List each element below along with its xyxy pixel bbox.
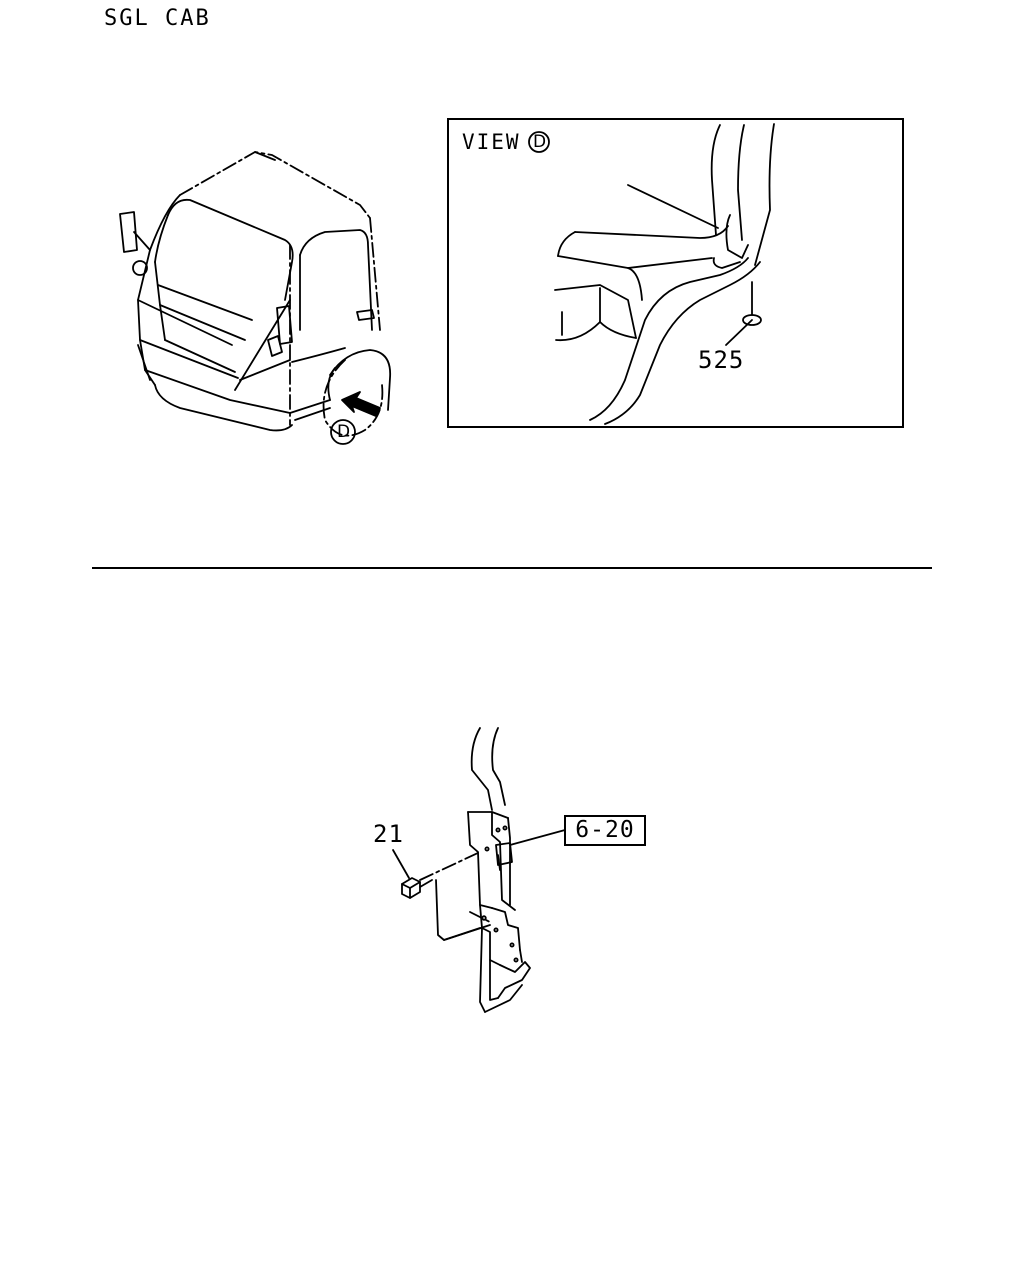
callout-21: 21 [373, 820, 404, 848]
view-inset-frame [447, 118, 904, 428]
bracket-illustration [392, 727, 566, 1013]
reference-box[interactable]: 6-20 [564, 815, 646, 846]
view-marker-letter: D [533, 132, 547, 152]
cab-illustration [119, 151, 392, 445]
view-d-illustration [554, 123, 775, 425]
view-marker-circle [528, 131, 550, 153]
reference-label: 6-20 [575, 817, 635, 843]
view-label: VIEW [462, 130, 521, 154]
section-divider [92, 567, 932, 569]
callout-525: 525 [698, 346, 745, 374]
page-title: SGL CAB [104, 6, 211, 31]
arrow-marker-letter: D [337, 422, 351, 442]
